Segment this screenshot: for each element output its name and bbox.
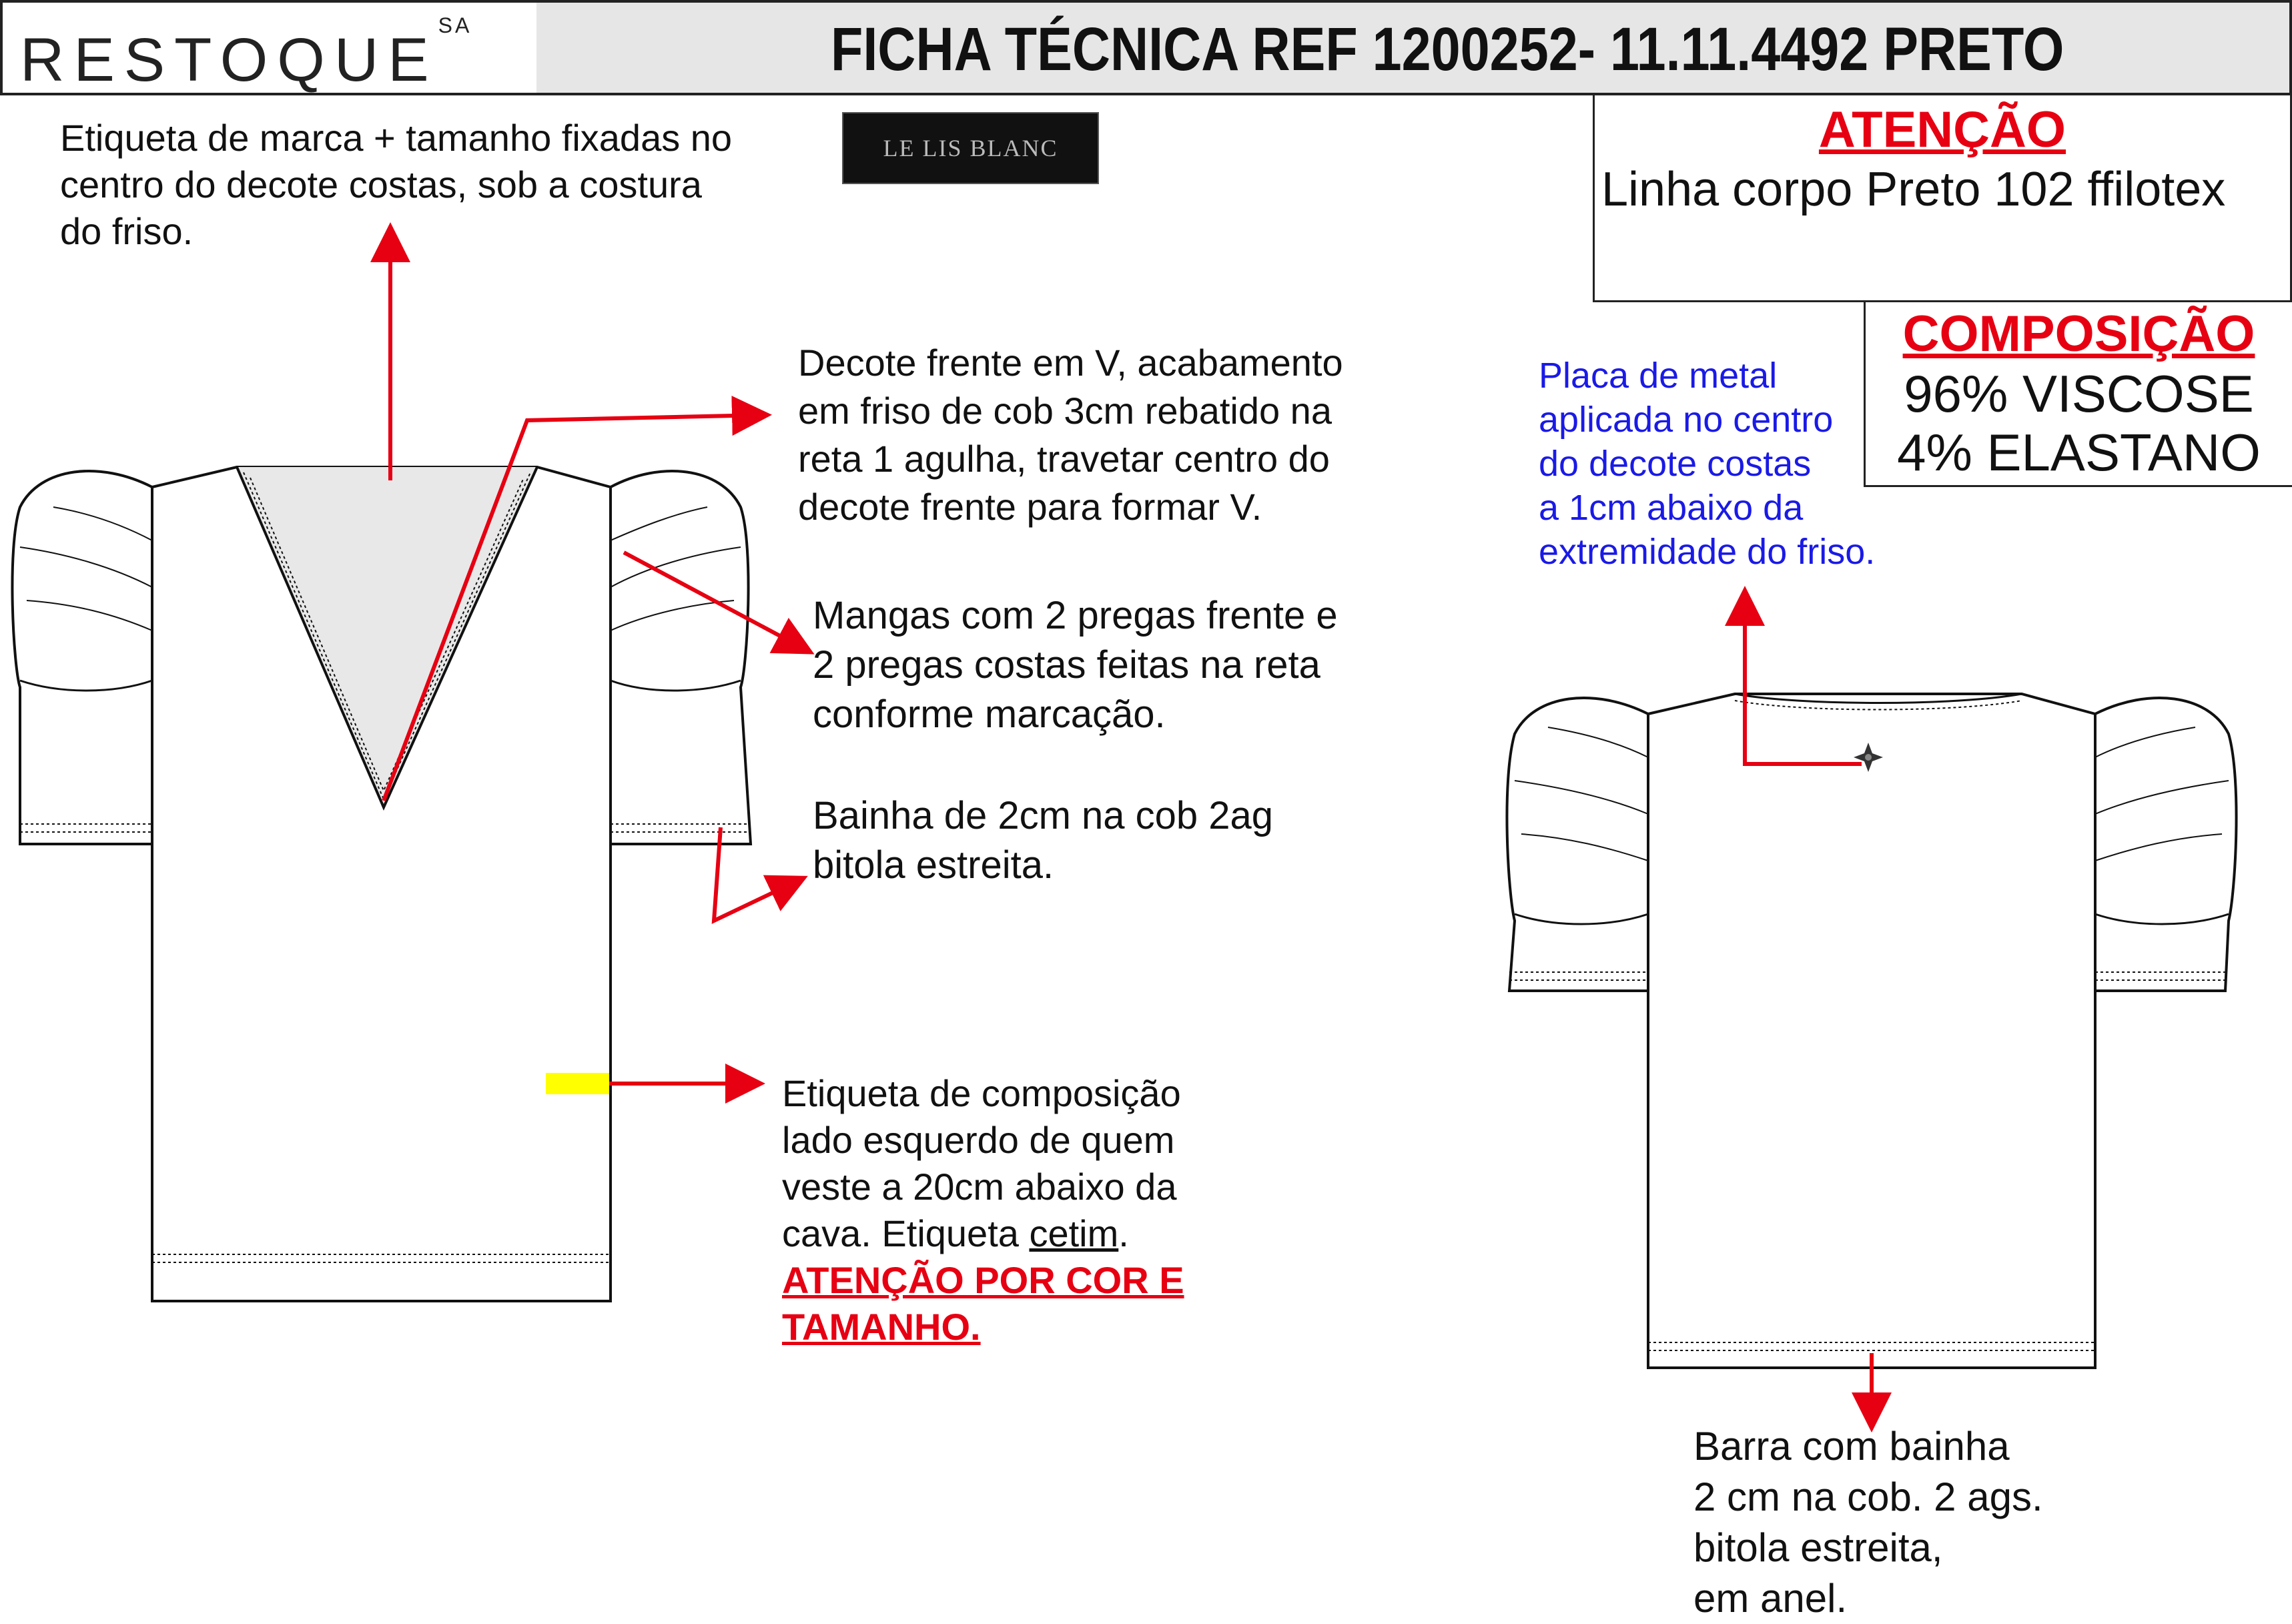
note-sleeve-hem: Bainha de 2cm na cob 2ag bitola estreita… — [813, 794, 1274, 887]
composition-line-1: 96% VISCOSE — [1904, 364, 2254, 423]
arrow-sleeve-hem — [711, 827, 808, 924]
composition-box: COMPOSIÇÃO 96% VISCOSE 4% ELASTANO — [1864, 302, 2292, 487]
note-metal-plate: Placa de metal aplicada no centro do dec… — [1539, 356, 1876, 572]
attention-box: ATENÇÃO Linha corpo Preto 102 ffilotex — [1593, 95, 2292, 302]
note-neckline: Decote frente em V, acabamento em friso … — [798, 342, 1343, 528]
callout-arrows — [370, 222, 1892, 1433]
logo-area — [3, 3, 536, 93]
note-composition-label: Etiqueta de composição lado esquerdo de … — [782, 1072, 1181, 1254]
metal-plate-icon — [1854, 743, 1883, 772]
arrow-neckline — [382, 396, 772, 802]
page-title: FICHA TÉCNICA REF 1200252- 11.11.4492 PR… — [831, 15, 2064, 83]
note-sleeves: Mangas com 2 pregas frente e 2 pregas co… — [813, 594, 1338, 736]
note-bottom-hem: Barra com bainha 2 cm na cob. 2 ags. bit… — [1693, 1424, 2043, 1621]
composition-heading: COMPOSIÇÃO — [1902, 306, 2255, 362]
front-garment — [11, 466, 753, 1302]
arrow-sleeves — [623, 550, 815, 655]
note-brand-label: Etiqueta de marca + tamanho fixadas no c… — [60, 117, 733, 252]
attention-heading: ATENÇÃO — [1818, 101, 2066, 158]
brand-label-image: LE LIS BLANC — [842, 112, 1099, 184]
arrow-metal-plate — [1725, 586, 1862, 766]
attention-text: Linha corpo Preto 102 ffilotex — [1601, 163, 2226, 216]
composition-label-marker — [546, 1073, 609, 1094]
back-garment — [1505, 693, 2238, 1369]
note-composition-warning: ATENÇÃO POR COR E TAMANHO. — [782, 1259, 1184, 1348]
composition-line-2: 4% ELASTANO — [1897, 423, 2261, 482]
logo: RESTOQUESA — [20, 13, 472, 94]
